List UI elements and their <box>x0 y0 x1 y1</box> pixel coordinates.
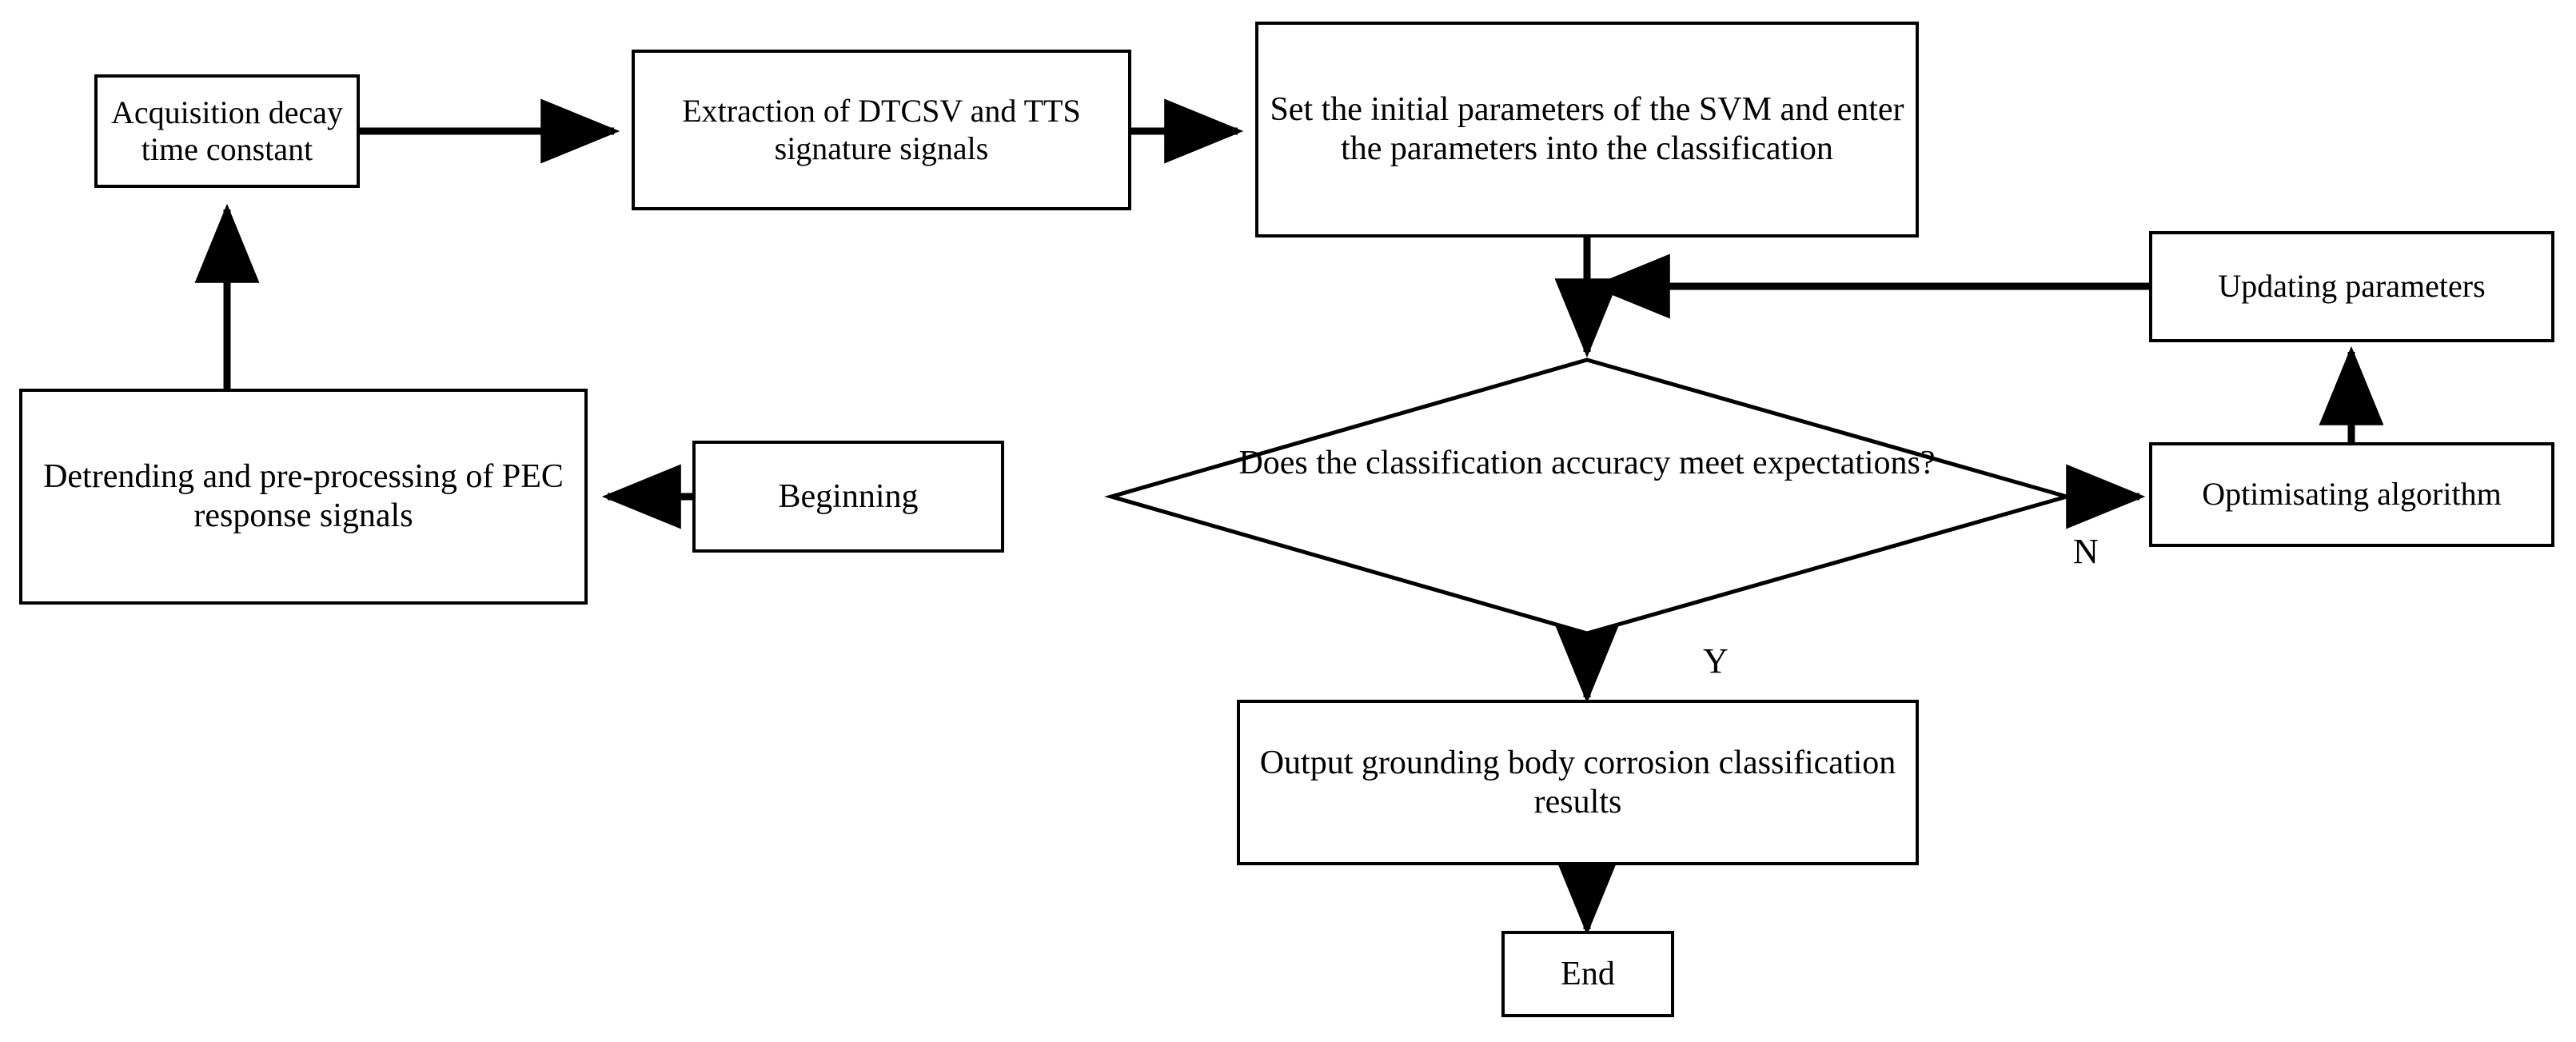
node-optimisating-algorithm[interactable]: Optimisating algorithm <box>2149 442 2554 547</box>
node-end[interactable]: End <box>1501 931 1674 1017</box>
node-detrending-preprocessing[interactable]: Detrending and pre-processing of PEC res… <box>19 389 588 605</box>
node-updating-parameters[interactable]: Updating parameters <box>2149 231 2554 342</box>
node-optimising-label: Optimisating algorithm <box>2202 476 2502 513</box>
node-output-label: Output grounding body corrosion classifi… <box>1259 744 1896 820</box>
node-beginning[interactable]: Beginning <box>692 441 1004 553</box>
node-extraction-label: Extraction of DTCSV and TTS signature si… <box>682 93 1081 166</box>
decision-diamond-shape <box>1103 357 2075 636</box>
node-acquisition-decay-time-constant[interactable]: Acquisition decay time constant <box>94 74 360 188</box>
node-output-classification-results[interactable]: Output grounding body corrosion classifi… <box>1237 700 1919 865</box>
node-decision-accuracy[interactable]: Does the classification accuracy meet ex… <box>1191 441 1983 485</box>
node-beginning-label: Beginning <box>778 477 919 515</box>
node-extraction-of-dtcsv-tts[interactable]: Extraction of DTCSV and TTS signature si… <box>632 50 1131 210</box>
edge-label-no: N <box>2073 532 2099 571</box>
node-setparams-label: Set the initial parameters of the SVM an… <box>1270 91 1904 167</box>
edge-label-yes: Y <box>1703 641 1729 681</box>
node-detrending-label: Detrending and pre-processing of PEC res… <box>43 458 564 534</box>
node-end-label: End <box>1561 955 1615 992</box>
node-decision-label: Does the classification accuracy meet ex… <box>1238 445 1936 481</box>
node-updating-label: Updating parameters <box>2218 268 2486 305</box>
node-acquisition-label: Acquisition decay time constant <box>111 94 343 167</box>
node-set-initial-parameters-svm[interactable]: Set the initial parameters of the SVM an… <box>1255 22 1919 238</box>
